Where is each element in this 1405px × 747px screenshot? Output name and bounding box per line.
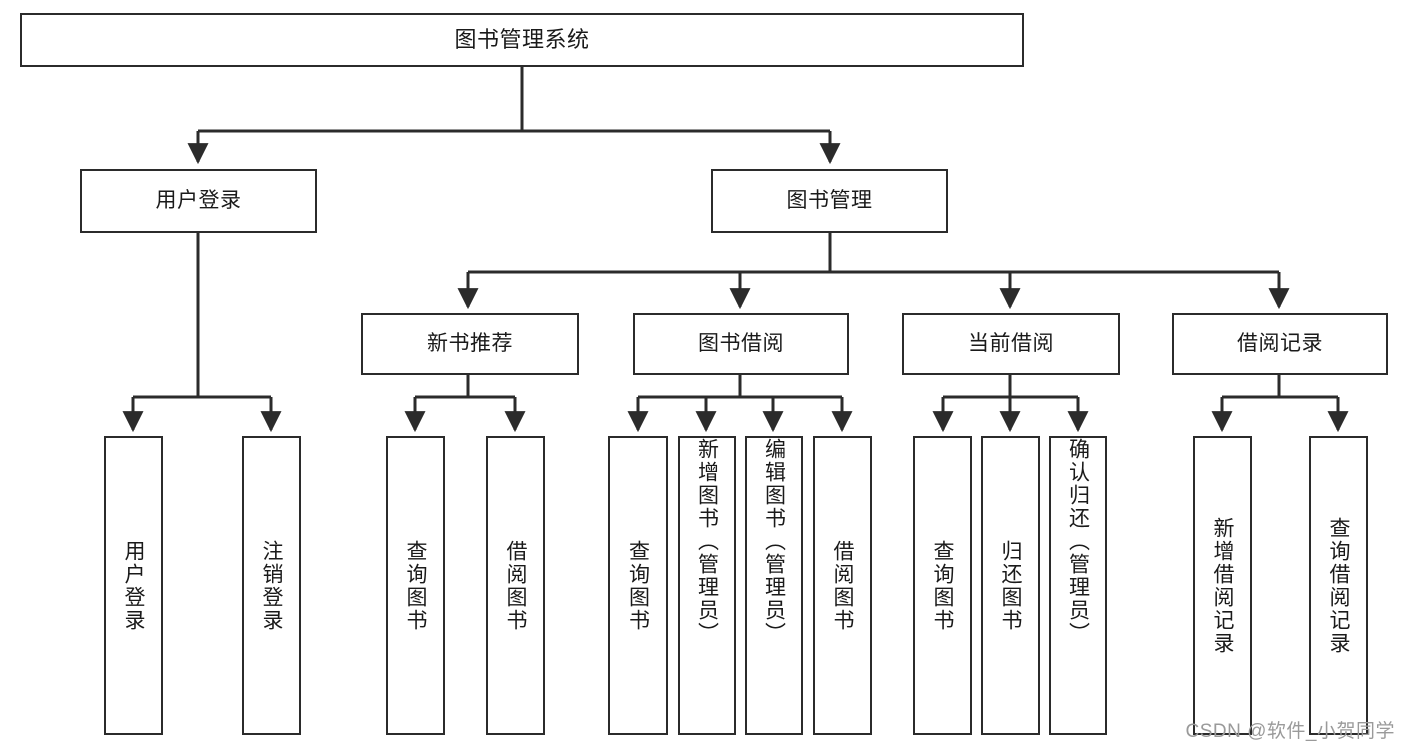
leaf-query-book-recommend[interactable]: 查询图书 bbox=[386, 436, 445, 735]
node-label: 注销登录 bbox=[260, 539, 283, 632]
node-label: 新书推荐 bbox=[427, 331, 513, 355]
leaf-query-book-borrow[interactable]: 查询图书 bbox=[608, 436, 668, 735]
node-label: 查询图书 bbox=[404, 539, 427, 632]
node-label: 查询图书 bbox=[626, 539, 650, 632]
leaf-edit-book-admin[interactable]: 编辑图书（管理员） bbox=[745, 436, 803, 735]
leaf-add-book-admin[interactable]: 新增图书（管理员） bbox=[678, 436, 736, 735]
node-label: 图书管理 bbox=[786, 188, 873, 212]
node-label: 归还图书 bbox=[999, 539, 1022, 632]
node-label: 新增图书（管理员） bbox=[695, 438, 719, 645]
node-label: 借阅图书 bbox=[831, 539, 854, 632]
watermark-text: CSDN @软件_小贺同学 bbox=[1185, 721, 1395, 742]
node-current-borrow[interactable]: 当前借阅 bbox=[902, 313, 1120, 375]
leaf-query-borrow-record[interactable]: 查询借阅记录 bbox=[1309, 436, 1368, 735]
leaf-return-book[interactable]: 归还图书 bbox=[981, 436, 1040, 735]
node-label: 确认归还（管理员） bbox=[1066, 438, 1090, 645]
node-label: 新增借阅记录 bbox=[1211, 516, 1234, 655]
node-book-borrow[interactable]: 图书借阅 bbox=[633, 313, 849, 375]
node-label: 查询图书 bbox=[931, 539, 954, 632]
node-label: 图书管理系统 bbox=[454, 27, 590, 53]
node-label: 查询借阅记录 bbox=[1327, 516, 1350, 655]
leaf-user-login[interactable]: 用户登录 bbox=[104, 436, 163, 735]
node-label: 编辑图书（管理员） bbox=[762, 438, 786, 645]
leaf-add-borrow-record[interactable]: 新增借阅记录 bbox=[1193, 436, 1252, 735]
leaf-borrow-book[interactable]: 借阅图书 bbox=[813, 436, 872, 735]
node-label: 当前借阅 bbox=[968, 331, 1054, 355]
node-book-management[interactable]: 图书管理 bbox=[711, 169, 948, 233]
node-borrow-record[interactable]: 借阅记录 bbox=[1172, 313, 1388, 375]
node-new-book-recommend[interactable]: 新书推荐 bbox=[361, 313, 579, 375]
node-label: 借阅记录 bbox=[1237, 331, 1323, 355]
node-label: 借阅图书 bbox=[504, 539, 527, 632]
node-root-system[interactable]: 图书管理系统 bbox=[20, 13, 1024, 67]
node-user-login[interactable]: 用户登录 bbox=[80, 169, 317, 233]
leaf-confirm-return-admin[interactable]: 确认归还（管理员） bbox=[1049, 436, 1107, 735]
node-label: 用户登录 bbox=[122, 539, 145, 632]
leaf-borrow-book-recommend[interactable]: 借阅图书 bbox=[486, 436, 545, 735]
node-label: 用户登录 bbox=[155, 188, 242, 212]
leaf-query-book-current[interactable]: 查询图书 bbox=[913, 436, 972, 735]
node-label: 图书借阅 bbox=[698, 331, 784, 355]
leaf-logout-login[interactable]: 注销登录 bbox=[242, 436, 301, 735]
